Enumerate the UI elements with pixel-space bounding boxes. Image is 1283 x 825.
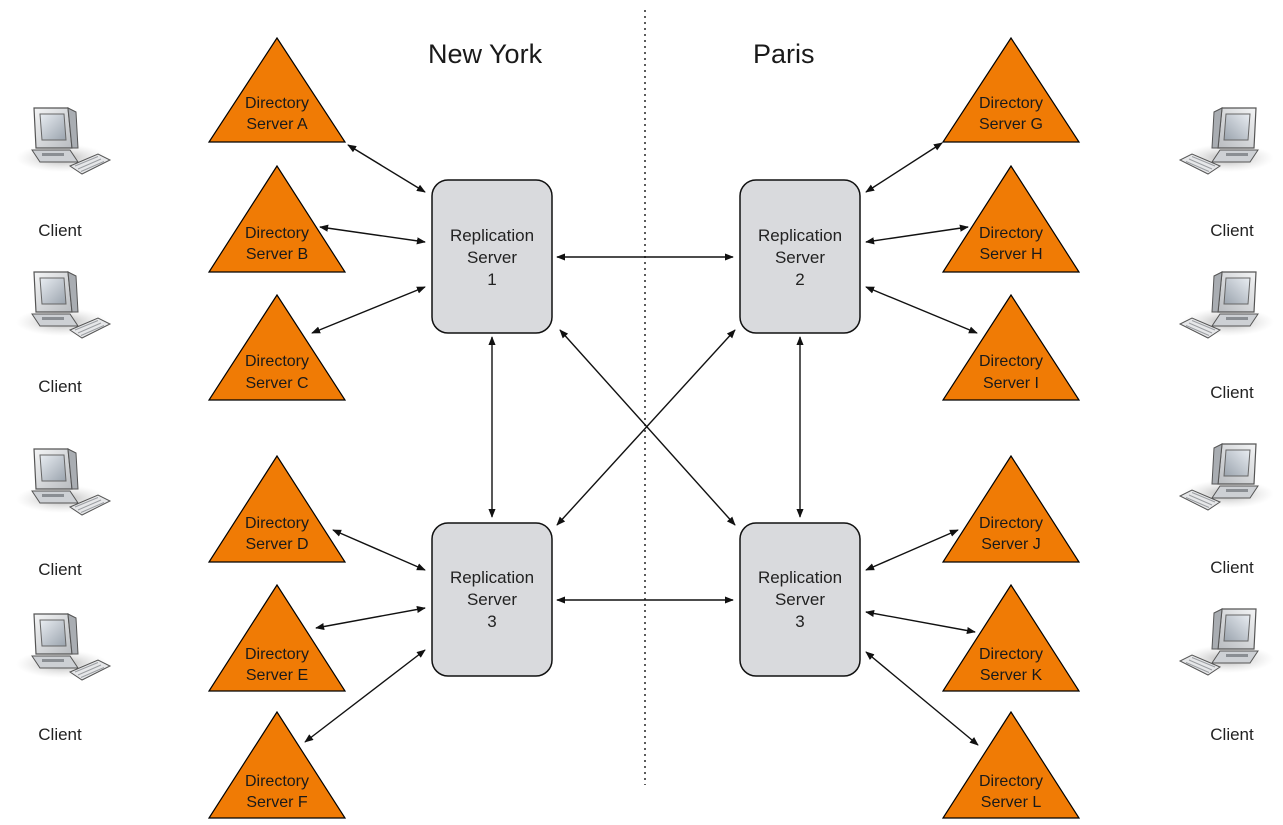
replication-server-label: 3 — [795, 612, 804, 631]
link-i-rs2 — [865, 286, 978, 334]
directory-server-label: Server J — [981, 536, 1041, 553]
region-label-new-york: New York — [428, 39, 543, 69]
directory-server-f: Directory Server F — [207, 710, 347, 819]
directory-server-c: Directory Server C — [207, 293, 347, 401]
directory-server-label: Directory — [979, 515, 1043, 532]
client-left-2: Client — [15, 271, 111, 396]
directory-server-a: Directory Server A — [207, 36, 347, 143]
computer-icon — [1179, 271, 1275, 339]
link-rs2-nyrs3 — [556, 329, 736, 526]
directory-server-i: Directory Server I — [941, 293, 1081, 401]
clients: Client Client Client Client Client Clien… — [15, 107, 1275, 744]
client-right-4: Client — [1179, 608, 1275, 744]
link-a-rs1 — [347, 144, 426, 193]
client-left-4: Client — [15, 613, 111, 744]
link-l-prs3 — [865, 651, 979, 746]
client-label: Client — [1210, 725, 1254, 744]
directory-server-label: Server F — [246, 794, 308, 811]
directory-server-label: Directory — [245, 353, 309, 370]
link-f-rs3 — [304, 649, 426, 743]
directory-server-label: Directory — [245, 646, 309, 663]
link-g-rs2 — [865, 142, 943, 193]
directory-server-label: Server L — [981, 794, 1042, 811]
client-left-1: Client — [15, 107, 111, 240]
computer-icon — [1179, 107, 1275, 175]
directory-server-label: Directory — [979, 646, 1043, 663]
directory-server-label: Server B — [246, 246, 308, 263]
computer-icon — [15, 613, 111, 681]
region-label-paris: Paris — [753, 39, 815, 69]
computer-icon — [15, 271, 111, 339]
client-left-3: Client — [15, 448, 111, 579]
client-right-3: Client — [1179, 443, 1275, 577]
directory-server-label: Server E — [246, 667, 308, 684]
directory-server-h: Directory Server H — [941, 164, 1081, 273]
directory-server-label: Directory — [979, 95, 1043, 112]
replication-server-label: Replication — [758, 226, 842, 245]
client-label: Client — [1210, 558, 1254, 577]
link-j-prs3 — [865, 529, 959, 571]
replication-server-label: Server — [775, 590, 825, 609]
directory-server-label: Server I — [983, 375, 1039, 392]
directory-server-label: Server G — [979, 116, 1043, 133]
computer-icon — [15, 448, 111, 516]
directory-server-d: Directory Server D — [207, 454, 347, 563]
client-label: Client — [38, 221, 82, 240]
replication-server-ny-1: Replication Server 1 — [431, 179, 553, 334]
link-e-rs3 — [315, 605, 426, 631]
directory-server-label: Server C — [245, 375, 308, 392]
link-k-prs3 — [865, 609, 976, 635]
link-b-rs1 — [319, 224, 426, 245]
directory-servers: Directory Server A Directory Server B Di… — [207, 36, 1081, 819]
client-label: Client — [1210, 383, 1254, 402]
directory-server-e: Directory Server E — [207, 583, 347, 692]
directory-server-k: Directory Server K — [941, 583, 1081, 692]
directory-server-b: Directory Server B — [207, 164, 347, 273]
replication-server-label: Server — [775, 248, 825, 267]
replication-server-label: Server — [467, 248, 517, 267]
client-label: Client — [38, 560, 82, 579]
directory-server-label: Server A — [246, 116, 308, 133]
replication-links — [304, 142, 979, 746]
client-right-1: Client — [1179, 107, 1275, 240]
replication-server-label: 1 — [487, 270, 496, 289]
replication-server-label: Server — [467, 590, 517, 609]
directory-server-label: Directory — [979, 773, 1043, 790]
directory-server-label: Directory — [245, 225, 309, 242]
computer-icon — [1179, 608, 1275, 676]
directory-server-label: Directory — [979, 353, 1043, 370]
replication-server-label: 3 — [487, 612, 496, 631]
client-right-2: Client — [1179, 271, 1275, 402]
directory-server-g: Directory Server G — [941, 36, 1081, 143]
directory-server-label: Directory — [245, 95, 309, 112]
link-c-rs1 — [311, 286, 426, 334]
client-label: Client — [1210, 221, 1254, 240]
directory-server-label: Directory — [245, 515, 309, 532]
replication-server-label: Replication — [758, 568, 842, 587]
replication-server-paris-2: Replication Server 2 — [739, 179, 861, 334]
replication-server-ny-3: Replication Server 3 — [431, 522, 553, 677]
directory-server-l: Directory Server L — [941, 710, 1081, 819]
client-label: Client — [38, 377, 82, 396]
directory-server-label: Directory — [245, 773, 309, 790]
replication-server-label: Replication — [450, 226, 534, 245]
link-d-rs3 — [332, 529, 426, 571]
replication-server-paris-3: Replication Server 3 — [739, 522, 861, 677]
link-h-rs2 — [865, 224, 969, 245]
directory-server-label: Server K — [980, 667, 1043, 684]
directory-server-label: Directory — [979, 225, 1043, 242]
computer-icon — [15, 107, 111, 175]
replication-server-label: 2 — [795, 270, 804, 289]
directory-server-label: Server D — [245, 536, 308, 553]
directory-server-label: Server H — [979, 246, 1042, 263]
client-label: Client — [38, 725, 82, 744]
replication-server-label: Replication — [450, 568, 534, 587]
directory-server-j: Directory Server J — [941, 454, 1081, 563]
computer-icon — [1179, 443, 1275, 511]
